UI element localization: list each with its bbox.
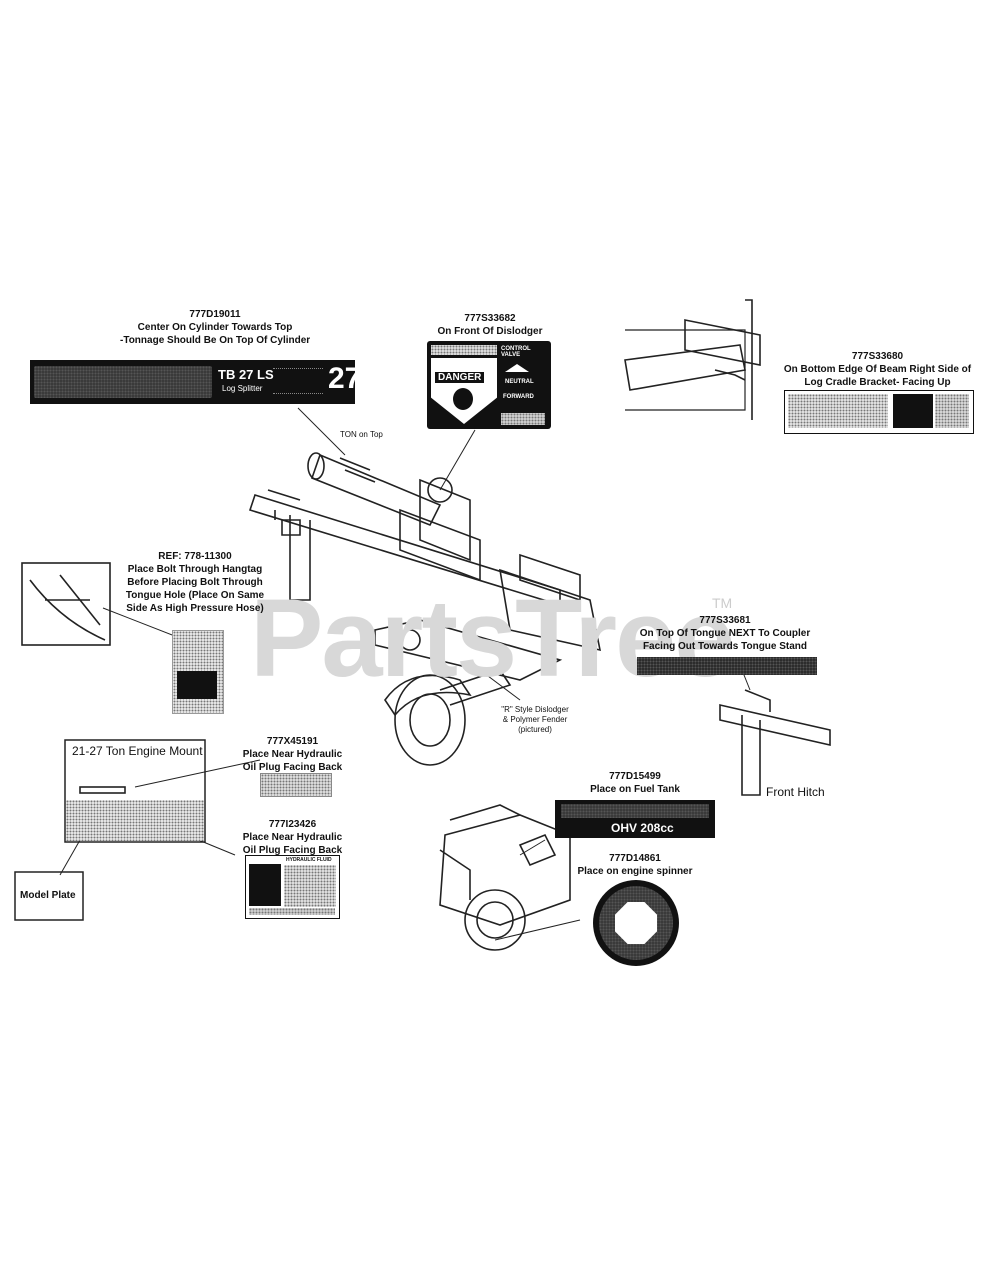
placement-line-2: Oil Plug Facing Back — [242, 762, 343, 773]
valve-neutral: NEUTRAL — [505, 379, 534, 385]
label-777I23426: 777I23426 Place Near Hydraulic Oil Plug … — [225, 818, 360, 857]
note-dislodger-fender: "R" Style Dislodger & Polymer Fender (pi… — [490, 705, 580, 735]
placement-line-1: Place Near Hydraulic — [242, 832, 343, 843]
engine-mount-plate — [66, 800, 204, 841]
note-line-2: & Polymer Fender — [502, 715, 568, 724]
callout-ton-on-top: TON on Top — [340, 430, 383, 439]
hangtag-card — [172, 630, 224, 714]
decal-tongue-strip — [637, 657, 817, 675]
decal-danger-control-valve: CONTROL VALVE DANGER NEUTRAL FORWARD — [427, 341, 551, 429]
part-number: 777D14861 — [609, 853, 661, 864]
placement-line-2: Oil Plug Facing Back — [242, 845, 343, 856]
placement-line-1: Place Bolt Through Hangtag — [127, 564, 263, 575]
placement-line-1: Place Near Hydraulic — [242, 749, 343, 760]
front-hitch — [719, 703, 831, 747]
placement-line-1: Place on engine spinner — [577, 866, 693, 877]
note-line-3: (pictured) — [518, 725, 552, 734]
part-number: 777D15499 — [609, 771, 661, 782]
hand-hazard-icon — [453, 388, 473, 410]
engine — [439, 814, 571, 926]
ref-number: REF: 778-11300 — [158, 551, 232, 562]
tonnage-value: 27 — [328, 362, 362, 395]
placement-line-1: On Top Of Tongue NEXT To Coupler — [639, 628, 811, 639]
polymer-fender — [384, 674, 472, 717]
placement-line-1: Center On Cylinder Towards Top — [137, 322, 293, 333]
label-777S33682: 777S33682 On Front Of Dislodger — [425, 312, 555, 338]
decal-hydraulic-fluid: HYDRAULIC FLUID — [245, 855, 340, 919]
part-number: 777S33680 — [851, 351, 904, 362]
oil-tank — [498, 568, 602, 652]
placement-line-1: On Front Of Dislodger — [437, 326, 543, 337]
tongue-stand — [289, 515, 311, 601]
partstree-watermark: PartsTree — [250, 577, 735, 700]
decal-fuel-tank: OHV 208cc — [555, 800, 715, 838]
hydraulic-cylinder — [310, 453, 442, 527]
danger-panel: DANGER — [431, 358, 497, 424]
brand-logo — [561, 804, 709, 818]
label-hangtag: REF: 778-11300 Place Bolt Through Hangta… — [120, 550, 270, 615]
callout-front-hitch: Front Hitch — [766, 785, 825, 799]
placement-line-1: On Bottom Edge Of Beam Right Side of — [783, 364, 972, 375]
engine-displacement: OHV 208cc — [611, 821, 674, 835]
engine-mount-title: 21-27 Ton Engine Mount — [72, 744, 203, 758]
part-number: 777D19011 — [189, 309, 241, 320]
label-777D19011: 777D19011 Center On Cylinder Towards Top… — [120, 308, 310, 347]
hexagon-shape — [615, 902, 657, 944]
part-number: 777S33682 — [464, 313, 516, 324]
placement-line-1: Place on Fuel Tank — [590, 784, 680, 795]
part-number: 777S33681 — [699, 615, 751, 626]
model-plate-label: Model Plate — [20, 890, 76, 901]
part-number: 777I23426 — [268, 819, 317, 830]
decal-tb27ls-tonnage: TB 27 LS Log Splitter 27 US TON — [30, 357, 381, 404]
brand-logo — [34, 366, 212, 398]
label-777X45191: 777X45191 Place Near Hydraulic Oil Plug … — [225, 735, 360, 774]
tonnage-unit: US TON — [367, 357, 381, 372]
placement-line-3: Tongue Hole (Place On Same — [125, 590, 265, 601]
placement-line-4: Side As High Pressure Hose) — [126, 603, 264, 614]
decal-beam-warning — [784, 390, 974, 434]
placement-line-2: -Tonnage Should Be On Top Of Cylinder — [120, 335, 311, 346]
control-valve-header: CONTROL VALVE — [501, 346, 531, 358]
label-777D15499: 777D15499 Place on Fuel Tank — [565, 770, 705, 796]
placement-line-2: Facing Out Towards Tongue Stand — [642, 641, 808, 652]
hydraulic-fluid-header: HYDRAULIC FLUID — [286, 857, 332, 863]
placement-line-2: Log Cradle Bracket- Facing Up — [804, 377, 951, 388]
label-777S33680: 777S33680 On Bottom Edge Of Beam Right S… — [770, 350, 985, 389]
label-777D14861: 777D14861 Place on engine spinner — [565, 852, 705, 878]
danger-text: DANGER — [435, 372, 485, 383]
label-777S33681: 777S33681 On Top Of Tongue NEXT To Coupl… — [625, 614, 825, 653]
note-line-1: "R" Style Dislodger — [501, 705, 569, 714]
trademark-symbol: TM — [712, 595, 733, 611]
splitter-beam — [248, 494, 561, 607]
placement-line-2: Before Placing Bolt Through — [127, 577, 263, 588]
part-number: 777X45191 — [266, 736, 319, 747]
decal-engine-spinner — [593, 880, 679, 966]
valve-forward: FORWARD — [503, 394, 534, 400]
decal-oil-plug-small — [260, 773, 332, 797]
model-subtitle: Log Splitter — [222, 384, 263, 393]
model-name: TB 27 LS — [218, 367, 274, 382]
